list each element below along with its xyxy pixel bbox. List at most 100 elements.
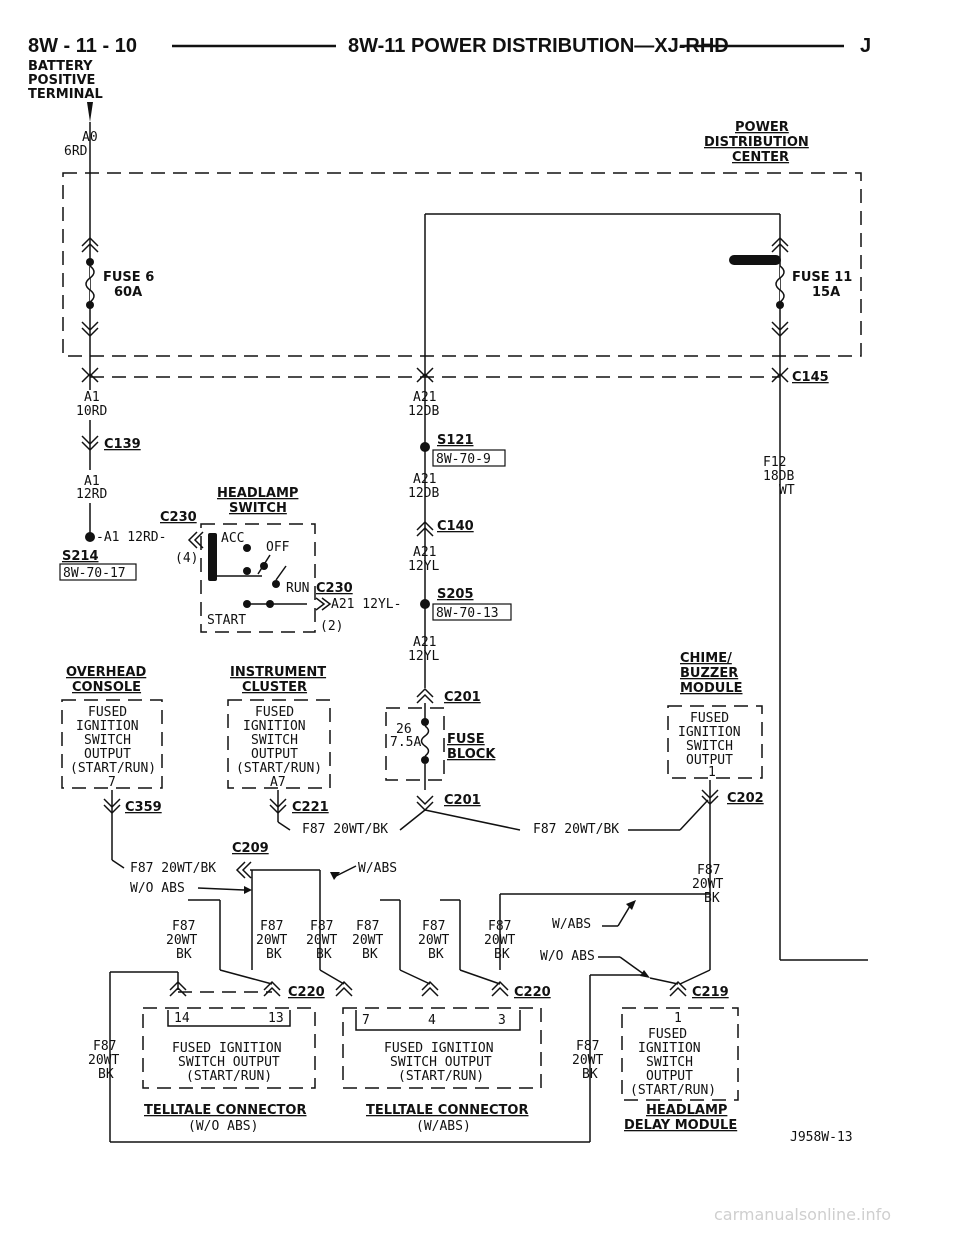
wire-wo-abs-label: W/O ABS: [130, 881, 185, 896]
wire-a0-spec: 6RD: [64, 144, 88, 159]
wire-f87-2: F87: [260, 919, 283, 934]
telltale-w-line-3: (START/RUN): [398, 1069, 484, 1084]
wire-f12-spec: 18DB: [763, 469, 794, 484]
connector-c209: C209: [232, 841, 269, 856]
fuse11-rating: 15A: [812, 285, 840, 300]
fuse11-name: FUSE 11: [792, 270, 852, 285]
wire-a21-4: A21: [413, 635, 436, 650]
splice-s214: S214: [62, 549, 99, 564]
connector-c230-mid: C230: [316, 581, 353, 596]
splice-s121-ref: 8W-70-9: [436, 452, 491, 467]
telltale-wo-line-2: SWITCH OUTPUT: [178, 1055, 280, 1070]
wire-f87-c209: F87 20WT/BK: [130, 861, 216, 876]
fuse-block-rating: 7.5A: [390, 735, 421, 750]
connector-c359: C359: [125, 800, 162, 815]
connector-c145: C145: [792, 370, 829, 385]
wire-20wt-3: 20WT: [306, 933, 337, 948]
wire-20wt-delay: 20WT: [572, 1053, 603, 1068]
telltale-wo-abs-box: [142, 1007, 316, 1089]
headlamp-switch-title-2: SWITCH: [229, 501, 287, 516]
telltale-w-pin-4: 4: [428, 1013, 436, 1028]
fuse-block-label-1: FUSE: [447, 732, 485, 747]
connector-c230-pin4: (4): [175, 551, 198, 566]
splice-s205-ref: 8W-70-13: [436, 606, 499, 621]
connector-c201-top: C201: [444, 690, 481, 705]
wire-bk-5: BK: [428, 947, 444, 962]
chime-title-1: CHIME/: [680, 651, 732, 666]
wire-f87-3: F87: [310, 919, 333, 934]
chime-box: [667, 705, 763, 779]
chime-pin: 1: [708, 765, 716, 780]
instrument-cluster-line-1: FUSED: [255, 705, 294, 720]
overhead-console-pin: 7: [108, 775, 116, 790]
chime-line-3: SWITCH: [686, 739, 733, 754]
fuse26-icon: [420, 725, 430, 757]
chime-title-3: MODULE: [680, 681, 743, 696]
overhead-console-line-1: FUSED: [88, 705, 127, 720]
connector-c220-right: C220: [514, 985, 551, 1000]
overhead-console-line-2: IGNITION: [76, 719, 139, 734]
wire-a1-12rd: 12RD: [76, 487, 107, 502]
wire-bk-3: BK: [316, 947, 332, 962]
wire-f87-chime: F87 20WT/BK: [533, 822, 619, 837]
connector-c221: C221: [292, 800, 329, 815]
wire-f87-right: F87: [697, 863, 720, 878]
fuse-block-box: [385, 707, 445, 781]
connector-chevron-icon: [81, 236, 99, 253]
switch-bar-icon: [208, 533, 217, 581]
telltale-w-line-1: FUSED IGNITION: [384, 1041, 494, 1056]
pdc-label-3: CENTER: [732, 150, 789, 165]
telltale-w-sub: (W/ABS): [416, 1119, 471, 1134]
wire-20wt-2: 20WT: [256, 933, 287, 948]
battery-label-1: BATTERY: [28, 59, 93, 74]
headlamp-delay-box: [621, 1007, 739, 1101]
fuse6-name: FUSE 6: [103, 270, 154, 285]
wire-a21-12db-2: 12DB: [408, 486, 439, 501]
instrument-cluster-pin: A7: [270, 775, 286, 790]
wire-f12: F12: [763, 455, 786, 470]
wire-a1-10rd: 10RD: [76, 404, 107, 419]
wire-a1-12rd-run: -A1 12RD-: [96, 530, 166, 545]
overhead-console-line-5: (START/RUN): [70, 761, 156, 776]
wire-a1-mid: A1: [84, 474, 100, 489]
wire-20wt-right: 20WT: [692, 877, 723, 892]
switch-run: RUN: [286, 581, 309, 596]
pdc-box: [62, 172, 862, 357]
wire-20wt-left: 20WT: [88, 1053, 119, 1068]
wire-20wt-5: 20WT: [418, 933, 449, 948]
wire-bk-2: BK: [266, 947, 282, 962]
headlamp-delay-line-5: (START/RUN): [630, 1083, 716, 1098]
instrument-cluster-title-2: CLUSTER: [242, 680, 307, 695]
telltale-wo-sub: (W/O ABS): [188, 1119, 258, 1134]
fuse-block-label-2: BLOCK: [447, 747, 496, 762]
wire-w-abs-c219: W/ABS: [552, 917, 591, 932]
wire-wo-abs-c219: W/O ABS: [540, 949, 595, 964]
fuse11-icon: [775, 265, 785, 303]
headlamp-switch-title-1: HEADLAMP: [217, 486, 298, 501]
splice-s205: S205: [437, 587, 474, 602]
wire-20wt-4: 20WT: [352, 933, 383, 948]
splice-s214-dot: [85, 532, 95, 542]
wire-f87-1: F87: [172, 919, 195, 934]
connector-c201-bottom: C201: [444, 793, 481, 808]
telltale-wo-title: TELLTALE CONNECTOR: [144, 1103, 306, 1118]
wire-a21-12yl-2: 12YL: [408, 649, 439, 664]
headlamp-delay-pin: 1: [674, 1011, 682, 1026]
wire-f87-4: F87: [356, 919, 379, 934]
overhead-console-title-2: CONSOLE: [72, 680, 141, 695]
overhead-console-line-4: OUTPUT: [84, 747, 131, 762]
instrument-cluster-title-1: INSTRUMENT: [230, 665, 326, 680]
switch-acc: ACC: [221, 531, 244, 546]
figure-id: J958W-13: [790, 1130, 853, 1145]
headlamp-delay-title-1: HEADLAMP: [646, 1103, 727, 1118]
pdc-label-1: POWER: [735, 120, 789, 135]
watermark: carmanualsonline.info: [714, 1205, 891, 1224]
wire-a21-3: A21: [413, 545, 436, 560]
wire-a21-2: A21: [413, 472, 436, 487]
wire-f87-delay: F87: [576, 1039, 599, 1054]
battery-arrow-icon: [87, 102, 93, 122]
fuse-block-fuse: 26: [396, 722, 412, 737]
instrument-cluster-line-3: SWITCH: [251, 733, 298, 748]
overhead-console-title-1: OVERHEAD: [66, 665, 146, 680]
